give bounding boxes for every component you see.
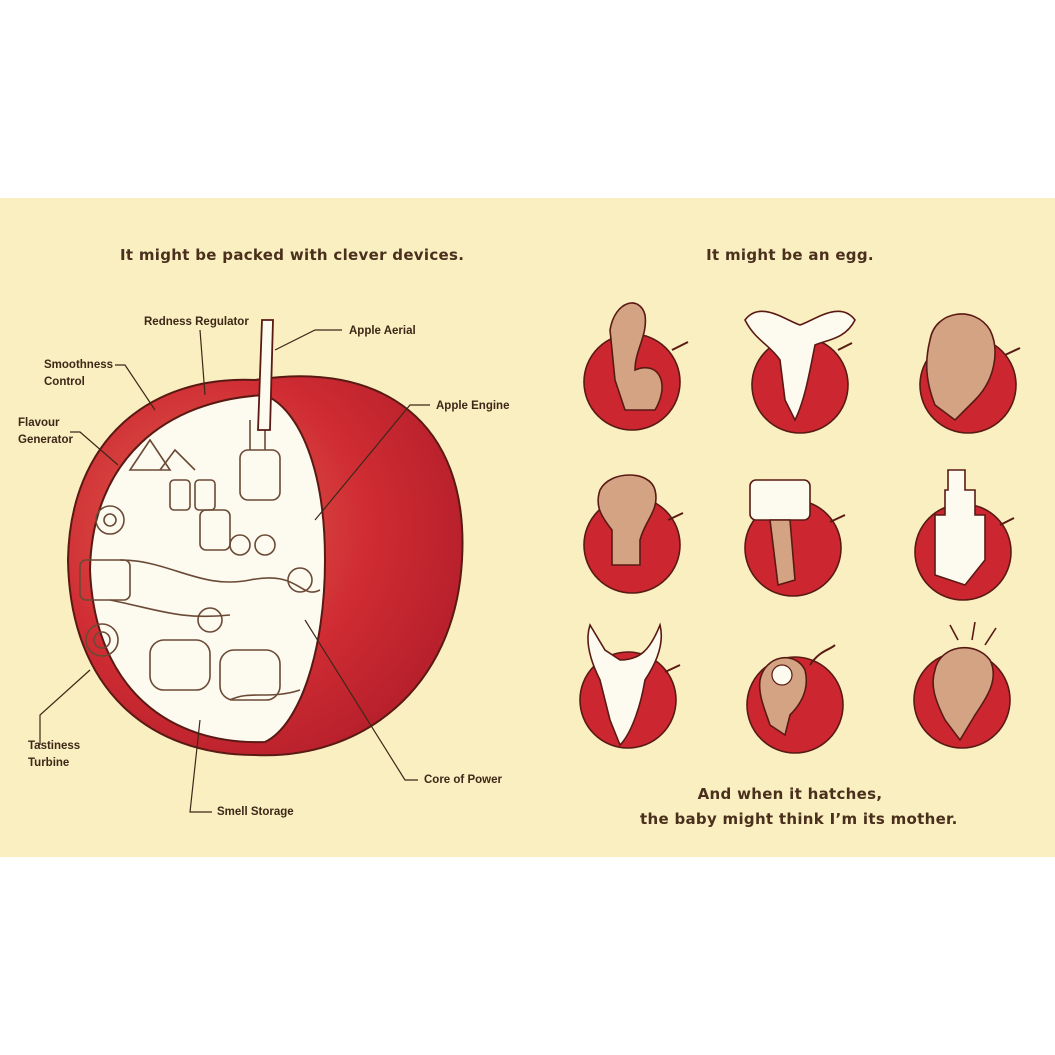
hatch-tower-building bbox=[914, 469, 1015, 601]
hatch-monkey bbox=[746, 644, 844, 754]
label-redness-regulator: Redness Regulator bbox=[144, 316, 249, 328]
label-smell-storage: Smell Storage bbox=[217, 806, 294, 818]
hatching-apples-grid bbox=[579, 302, 1021, 754]
label-flavour-line-2: Generator bbox=[18, 434, 73, 446]
hatch-bird bbox=[913, 621, 1011, 749]
caption-bottom-line-2: the baby might think I’m its mother. bbox=[640, 810, 958, 828]
label-flavour-line-1: Flavour bbox=[18, 417, 60, 429]
label-smoothness-control: Smoothness Control bbox=[44, 357, 113, 391]
right-page-caption-top: It might be an egg. bbox=[706, 246, 874, 264]
label-apple-aerial: Apple Aerial bbox=[349, 325, 416, 337]
right-page-caption-bottom: And when it hatches, the baby might thin… bbox=[640, 782, 958, 832]
label-smoothness-line-2: Control bbox=[44, 376, 85, 388]
label-apple-engine: Apple Engine bbox=[436, 400, 510, 412]
label-pointers bbox=[39, 329, 430, 813]
hatch-hairy-beast bbox=[919, 313, 1021, 434]
hatch-antler-skull bbox=[579, 622, 681, 749]
label-flavour-generator: Flavour Generator bbox=[18, 415, 73, 449]
hatch-dinosaur bbox=[583, 302, 689, 431]
label-core-of-power: Core of Power bbox=[424, 774, 502, 786]
label-tastiness-line-2: Turbine bbox=[28, 757, 70, 769]
hatch-bat-creature bbox=[744, 310, 856, 434]
label-tastiness-line-1: Tastiness bbox=[28, 740, 81, 752]
cutaway-apple bbox=[66, 319, 464, 757]
hatch-box-robot bbox=[744, 479, 846, 597]
label-smoothness-line-1: Smoothness bbox=[44, 359, 114, 371]
caption-bottom-line-1: And when it hatches, bbox=[697, 785, 883, 803]
label-tastiness-turbine: Tastiness Turbine bbox=[28, 738, 80, 772]
hatch-round-figure bbox=[583, 474, 684, 594]
left-page-caption: It might be packed with clever devices. bbox=[120, 246, 465, 264]
